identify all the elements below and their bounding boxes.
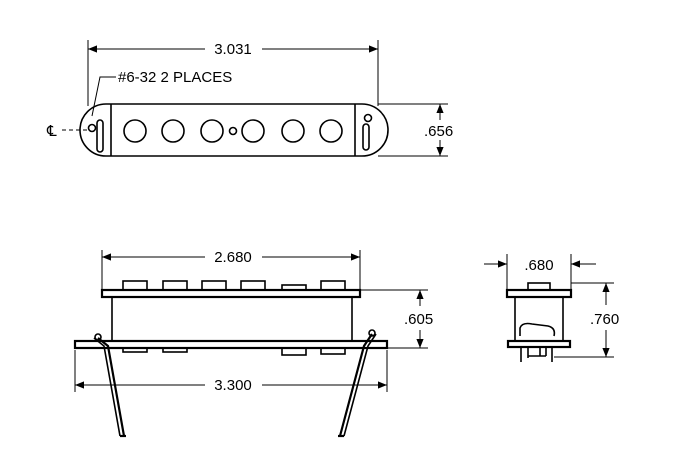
pole-bottom-2: [162, 347, 188, 353]
top-flange: [100, 288, 362, 299]
bottom-flange: [506, 339, 572, 349]
pole-bottom-6: [320, 347, 346, 355]
pole-bottom-1: [122, 347, 148, 353]
dim-height-side: .760: [590, 311, 619, 328]
pole-top-6: [320, 280, 346, 291]
dim-height-front: .605: [404, 311, 433, 328]
pickup-body-outline: [79, 103, 389, 157]
pole-top-1: [122, 280, 148, 291]
screw-note: #6-32 2 PLACES: [118, 69, 232, 86]
dim-width-side: .680: [524, 257, 553, 274]
note-leader: [91, 76, 116, 117]
coil-body: [514, 296, 564, 342]
coil-body: [111, 296, 353, 342]
centerline-symbol: ℄: [46, 123, 57, 140]
mounting-hole-left: [87, 123, 97, 133]
lead-wire-right: [362, 123, 370, 151]
front-view: 2.680 .605: [73, 249, 433, 438]
pole-piece-2: [161, 119, 185, 143]
pole-piece-4: [241, 119, 265, 143]
pole-piece-6: [319, 119, 343, 143]
pole-top-4: [240, 280, 266, 291]
pole-top-3: [201, 280, 227, 291]
pole-bottom-5: [281, 347, 307, 356]
dim-height-top-view: .656: [424, 123, 453, 140]
pole-piece-5: [281, 119, 305, 143]
center-hole: [228, 126, 238, 136]
mounting-hole-right: [363, 113, 373, 123]
pole-piece-1: [123, 119, 147, 143]
top-view: 3.031 #6-32 2 PLACES ℄ .656: [46, 40, 453, 157]
lead-wire-right: [338, 333, 373, 437]
pole-top-2: [162, 280, 188, 291]
dim-length-bottom: 3.300: [214, 377, 252, 394]
lead-wire-right-edge: [343, 333, 377, 437]
wire-loop: [519, 322, 556, 337]
pole-piece-3: [200, 119, 224, 143]
lead-wire-left: [97, 337, 126, 437]
lead-wire-left: [96, 119, 104, 153]
side-view: .680 .760: [484, 254, 619, 362]
bottom-flange: [73, 339, 389, 350]
top-flange: [505, 288, 573, 299]
dim-length-top: 2.680: [214, 249, 252, 266]
lead-wire-left-edge: [93, 337, 121, 437]
dim-length-top-view: 3.031: [214, 41, 252, 58]
